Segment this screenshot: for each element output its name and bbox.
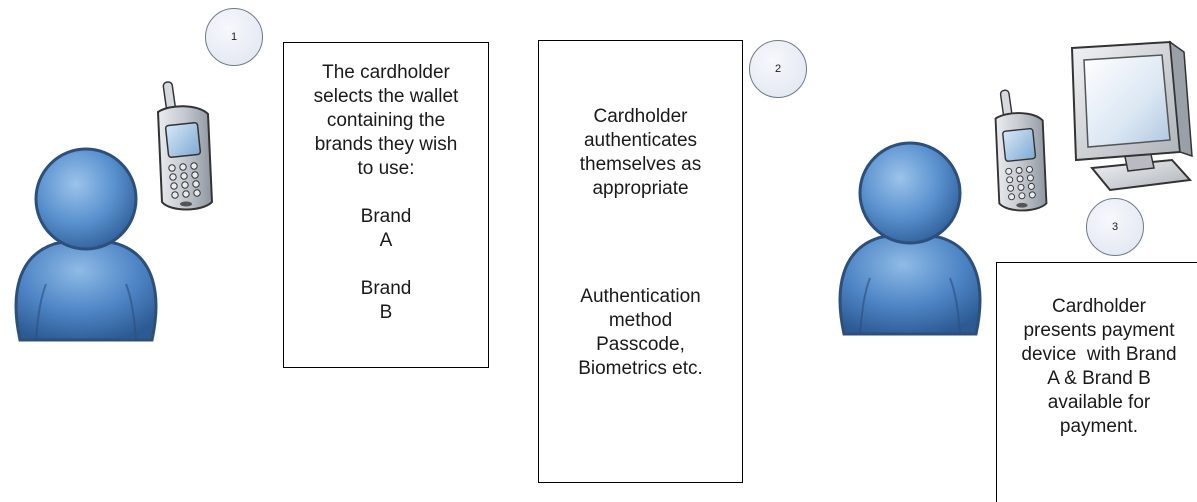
authentication-text: appropriate bbox=[592, 178, 689, 199]
authentication-text: authenticates bbox=[583, 130, 698, 151]
mobile-phone-right-icon bbox=[994, 89, 1048, 212]
payment-presentation-text: Cardholder bbox=[1052, 296, 1146, 317]
step-2-circle: 2 bbox=[749, 40, 807, 98]
cardholder-right-person-icon bbox=[838, 141, 982, 336]
authentication-text: Cardholder bbox=[593, 106, 688, 127]
payment-presentation-text: device with Brand bbox=[1021, 344, 1177, 365]
payment-presentation-text: A & Brand B bbox=[1047, 368, 1151, 389]
authentication-method-text: method bbox=[608, 310, 673, 331]
cardholder-left-person-icon bbox=[14, 147, 158, 342]
brand-b-label: Brand bbox=[360, 278, 412, 299]
wallet-selection-box: The cardholder selects the wallet contai… bbox=[283, 42, 489, 368]
authentication-method-text: Authentication bbox=[580, 286, 701, 307]
brand-b-label: B bbox=[379, 302, 393, 323]
payment-presentation-text: presents payment bbox=[1023, 320, 1175, 341]
authentication-method-text: Passcode, bbox=[596, 334, 685, 355]
payment-presentation-text: payment. bbox=[1059, 416, 1139, 437]
authentication-text: themselves as bbox=[579, 154, 702, 175]
computer-monitor-icon bbox=[1070, 40, 1193, 192]
brand-a-label: Brand bbox=[360, 206, 412, 227]
authentication-box: Cardholder authenticates themselves as a… bbox=[538, 40, 743, 483]
step-3-circle: 3 bbox=[1086, 198, 1144, 256]
payment-presentation-box: Cardholder presents payment device with … bbox=[996, 262, 1197, 502]
payment-presentation-text: available for bbox=[1047, 392, 1151, 413]
wallet-selection-text: The cardholder bbox=[322, 62, 450, 83]
wallet-selection-text: to use: bbox=[357, 158, 415, 179]
wallet-selection-text: containing the bbox=[326, 110, 446, 131]
authentication-method-text: Biometrics etc. bbox=[578, 358, 703, 379]
mobile-phone-left-icon bbox=[156, 81, 214, 211]
wallet-selection-text: brands they wish bbox=[314, 134, 458, 155]
wallet-selection-text: selects the wallet bbox=[313, 86, 459, 107]
step-1-circle: 1 bbox=[205, 8, 263, 66]
brand-a-label: A bbox=[379, 230, 393, 251]
